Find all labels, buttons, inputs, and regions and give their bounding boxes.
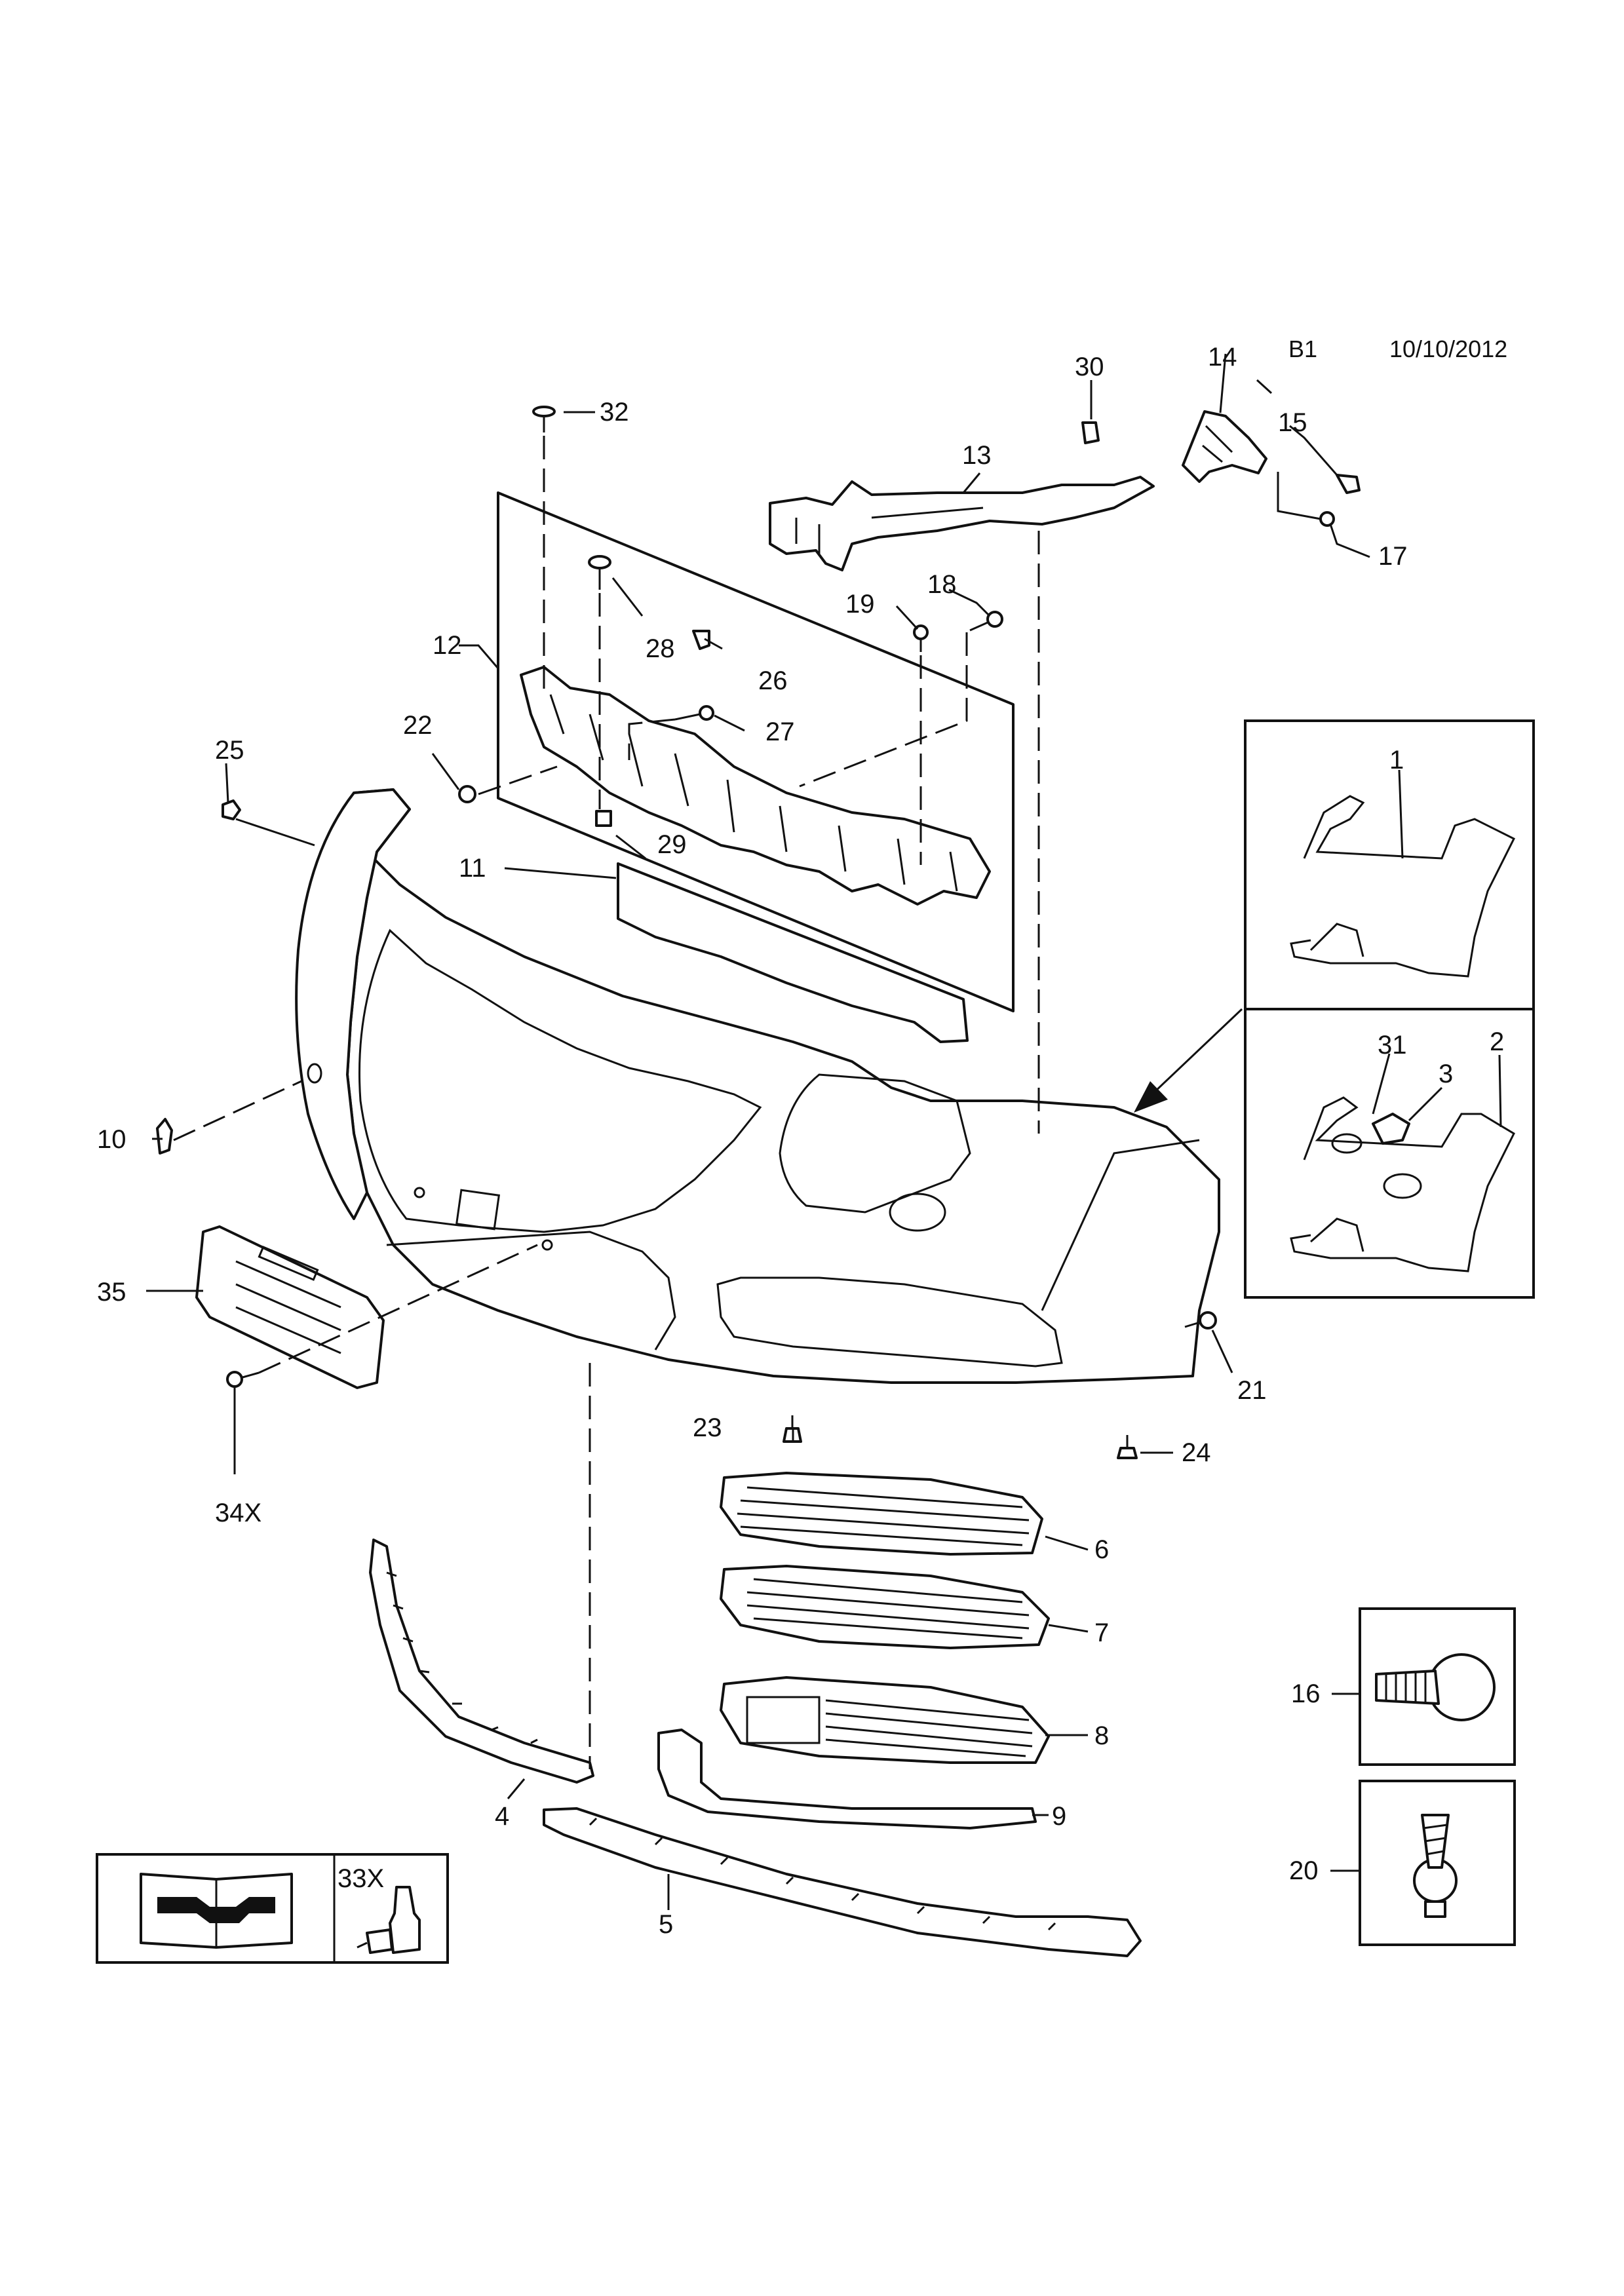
callout-5: 5 [659,1910,673,1939]
callout-17: 17 [1378,542,1408,571]
fog-lamp-trim-9[interactable] [657,1729,1037,1829]
callout-18: 18 [927,570,957,599]
callout-3: 3 [1439,1060,1453,1088]
callout-13: 13 [962,441,992,470]
bracket-screw[interactable] [1336,474,1361,494]
callout-2: 2 [1490,1027,1504,1056]
screw-32[interactable] [532,406,556,432]
bracket-nut[interactable] [1319,511,1335,527]
callout-28: 28 [646,634,675,663]
manual-icon[interactable] [140,1873,293,1949]
adhesive-bottle-icon[interactable] [357,1886,421,1954]
diagram-date: 10/10/2012 [1389,335,1507,362]
callout-4: 4 [495,1802,509,1831]
callout-labels: 1 2 3 4 5 6 7 8 9 10 11 12 13 14 15 16 1… [97,343,1504,1939]
bumper-support-bracket-panel[interactable] [497,491,1015,1012]
assembly-line-27 [628,718,676,760]
callout-9: 9 [1052,1802,1066,1831]
callout-1: 1 [1389,746,1404,775]
screw-detail-20[interactable] [1359,1780,1516,1946]
callout-31: 31 [1378,1031,1407,1060]
callout-30: 30 [1075,353,1104,381]
callout-33x: 33X [338,1864,384,1893]
callout-27: 27 [765,718,795,746]
callout-29: 29 [657,830,687,859]
fog-lamp-grille-7[interactable] [720,1565,1050,1649]
screw-28[interactable] [588,555,611,590]
leader-lines [146,353,1502,1910]
license-plate-bracket[interactable] [195,1225,385,1389]
lower-spoiler-5[interactable] [543,1807,1142,1957]
callout-21: 21 [1237,1376,1267,1405]
callout-6: 6 [1094,1535,1109,1564]
callout-22: 22 [403,711,433,740]
side-mounting-bracket[interactable] [1182,410,1267,483]
screw-27[interactable] [674,705,714,721]
screw-detail-16[interactable] [1359,1607,1516,1766]
screw-19[interactable] [913,624,929,652]
assembly-line-10 [173,1080,302,1141]
callout-12: 12 [433,631,462,660]
screw-18[interactable] [969,611,1003,632]
bracket-clip[interactable] [1081,421,1100,444]
screw-22[interactable] [458,785,476,803]
lower-bumper-bracket-4[interactable] [369,1539,594,1784]
callout-24: 24 [1182,1438,1211,1467]
screw-21[interactable] [1184,1311,1217,1330]
callout-10: 10 [97,1125,126,1154]
callout-25: 25 [215,736,244,765]
callout-20: 20 [1289,1856,1319,1885]
callout-16: 16 [1291,1679,1321,1708]
callout-14: 14 [1208,343,1237,372]
screw-34x[interactable] [226,1371,260,1388]
screw-25[interactable] [222,799,241,820]
callout-8: 8 [1094,1721,1109,1750]
callout-23: 23 [693,1413,722,1442]
assembly-line-22 [478,765,558,795]
fog-lamp-cover-6[interactable] [720,1472,1043,1556]
inset-panel-variant-1 [1244,719,1535,1010]
upper-bumper-bracket[interactable] [769,476,1155,571]
callout-7: 7 [1094,1618,1109,1647]
assembly-line-34x [258,1244,538,1374]
assembly-line-18 [799,632,968,788]
front-bumper-cover[interactable] [295,788,1220,1384]
tow-eye-cover[interactable] [156,1118,173,1155]
variant-pointer-arrow [1134,1008,1243,1113]
callout-19: 19 [845,590,875,619]
callout-11: 11 [459,854,486,883]
screw-24[interactable] [1117,1435,1138,1459]
callout-15: 15 [1278,408,1307,437]
callout-34x: 34X [215,1499,261,1527]
callout-32: 32 [600,398,629,427]
callout-26: 26 [758,666,788,695]
bumper-absorber-strip[interactable] [617,862,969,1043]
callout-35: 35 [97,1278,126,1307]
diagram-code: B1 [1288,335,1317,362]
clip-26[interactable] [692,630,710,650]
fog-lamp-grille-8[interactable] [720,1676,1050,1764]
